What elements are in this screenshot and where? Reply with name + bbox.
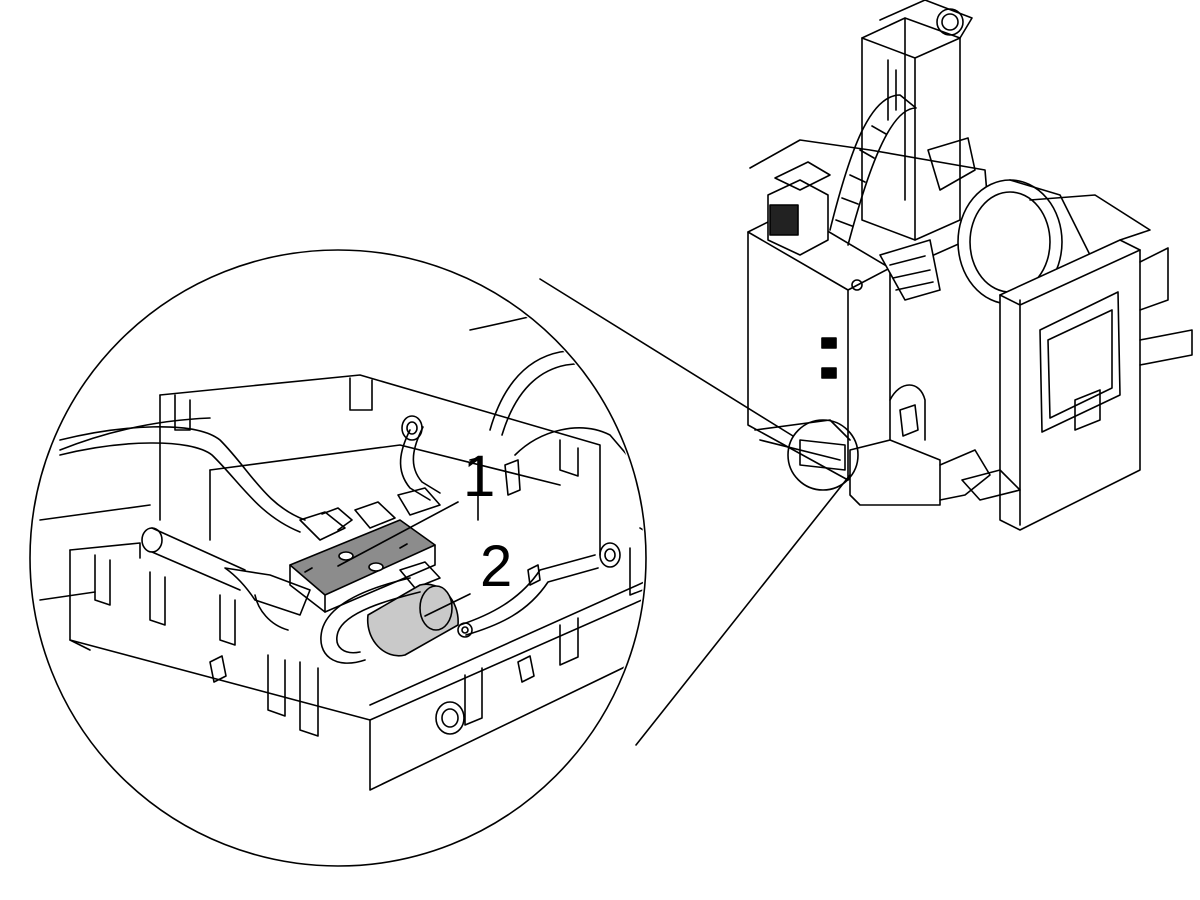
machine-base [849,439,941,506]
callout-1: 1 [463,444,495,509]
hose-loop [320,577,411,664]
zoom-line-bottom [635,474,851,746]
callout-leader-2 [424,593,471,617]
door-window [1039,291,1121,433]
hose-right-back [489,339,644,431]
filter-cylinder [367,583,473,657]
zoom-line-top [539,278,794,437]
detail-view [39,289,644,791]
hose-left [59,426,306,521]
side-cabinet [747,231,849,481]
tray-front-wall [69,549,644,791]
manifold-block [289,519,436,613]
cable-chain [829,94,917,246]
callout-leader-1 [337,501,459,567]
hose-back [399,429,431,501]
machine-enclosure [747,0,1193,531]
tray-back-wall [159,374,601,556]
detail-source-circle [787,419,859,491]
callout-2: 2 [480,534,512,599]
